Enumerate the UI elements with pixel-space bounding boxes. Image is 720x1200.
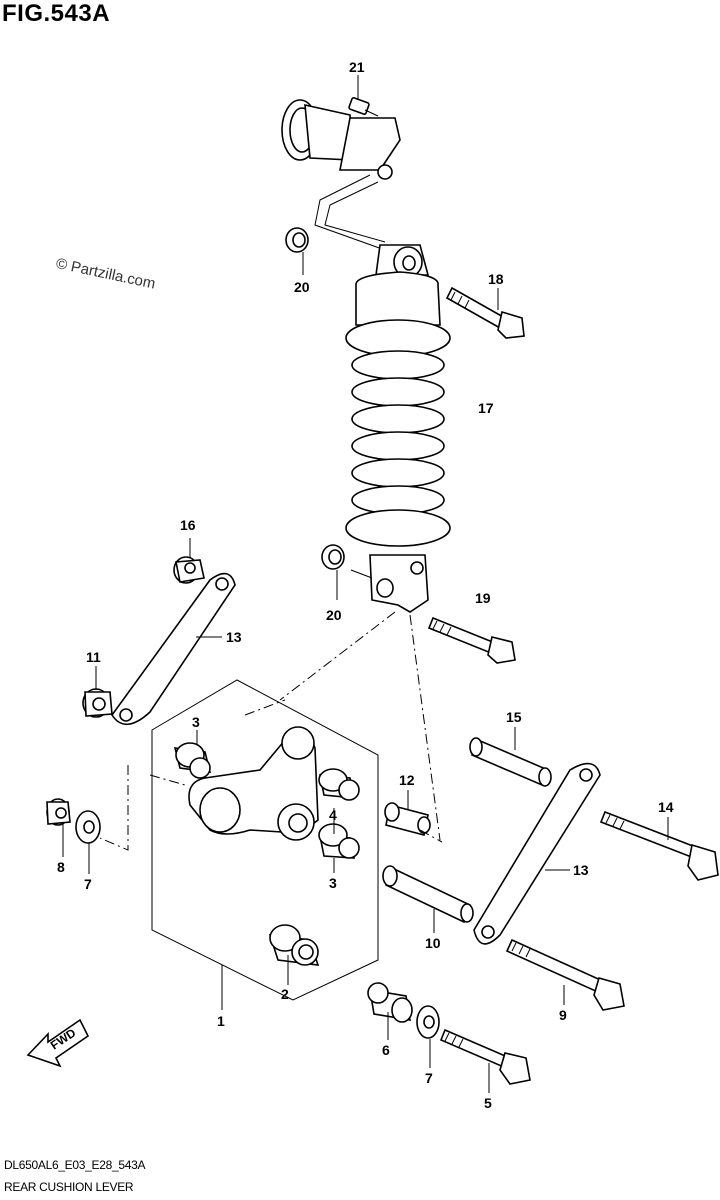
assembly-guide-lines: [99, 611, 443, 851]
part-8-nut[interactable]: [46, 798, 71, 826]
part-4-bearing[interactable]: [318, 823, 360, 859]
part-19-bolt[interactable]: [427, 616, 516, 664]
callout-7-lower: 7: [425, 1070, 433, 1086]
callout-7-left: 7: [84, 876, 92, 892]
part-14-bolt[interactable]: [599, 810, 719, 881]
callout-labels: 21 20 18 17 16 13 20 19 11 3 15 12 4 14 …: [57, 59, 674, 1111]
callout-12: 12: [399, 772, 415, 788]
callout-16: 16: [180, 517, 196, 533]
part-5-bolt[interactable]: [439, 1028, 531, 1085]
callout-20-upper: 20: [294, 279, 310, 295]
callout-13-upper: 13: [226, 629, 242, 645]
callout-1: 1: [217, 1013, 225, 1029]
callout-4: 4: [329, 807, 337, 823]
part-2-bushing[interactable]: [268, 924, 320, 966]
part-13-cushion-rod-upper[interactable]: [111, 572, 236, 726]
callout-15: 15: [506, 709, 522, 725]
callout-13-lower: 13: [573, 862, 589, 878]
callout-20-lower: 20: [326, 607, 342, 623]
callout-8: 8: [57, 859, 65, 875]
part-15-spacer[interactable]: [469, 737, 552, 787]
callout-3-upper: 3: [192, 714, 200, 730]
callout-11: 11: [86, 649, 101, 665]
part-16-nut[interactable]: [173, 556, 205, 584]
callout-17: 17: [478, 400, 494, 416]
callout-19: 19: [475, 590, 491, 606]
part-9-bolt[interactable]: [505, 938, 625, 1011]
part-20-washer-lower[interactable]: [321, 544, 345, 570]
callout-14: 14: [658, 799, 674, 815]
callout-2: 2: [281, 986, 289, 1002]
part-21-bolt[interactable]: [348, 97, 379, 117]
part-7-washer-lower[interactable]: [416, 1005, 440, 1039]
fwd-arrow-icon: FWD: [26, 1018, 90, 1068]
diagram-caption: REAR CUSHION LEVER: [4, 1180, 134, 1194]
part-3-bearing-upper[interactable]: [173, 742, 212, 779]
callout-21: 21: [349, 59, 365, 75]
part-17-remote-preload-adjuster[interactable]: [281, 99, 401, 251]
part-6-bushing[interactable]: [367, 982, 413, 1023]
part-20-washer-upper[interactable]: [285, 227, 309, 253]
part-10-spacer[interactable]: [382, 865, 474, 924]
part-17-shock-absorber[interactable]: [345, 244, 451, 613]
callout-18: 18: [488, 271, 504, 287]
part-7-washer-left[interactable]: [75, 810, 101, 844]
drawing-code: DL650AL6_E03_E28_543A: [4, 1158, 146, 1172]
callout-6: 6: [382, 1042, 390, 1058]
part-18-bolt[interactable]: [445, 286, 525, 339]
callout-5: 5: [484, 1095, 492, 1111]
part-13-cushion-rod-lower[interactable]: [473, 762, 601, 945]
callout-leaders: [62, 75, 669, 1093]
callout-3-lower: 3: [329, 875, 337, 891]
part-1-cushion-lever-assembly[interactable]: [151, 679, 379, 1001]
part-3-bearing-lower[interactable]: [318, 768, 360, 801]
part-12-spacer[interactable]: [384, 802, 431, 836]
callout-10: 10: [425, 935, 441, 951]
callout-9: 9: [559, 1007, 567, 1023]
figure-title: FIG.543A: [2, 0, 111, 27]
part-11-nut[interactable]: [82, 688, 113, 718]
